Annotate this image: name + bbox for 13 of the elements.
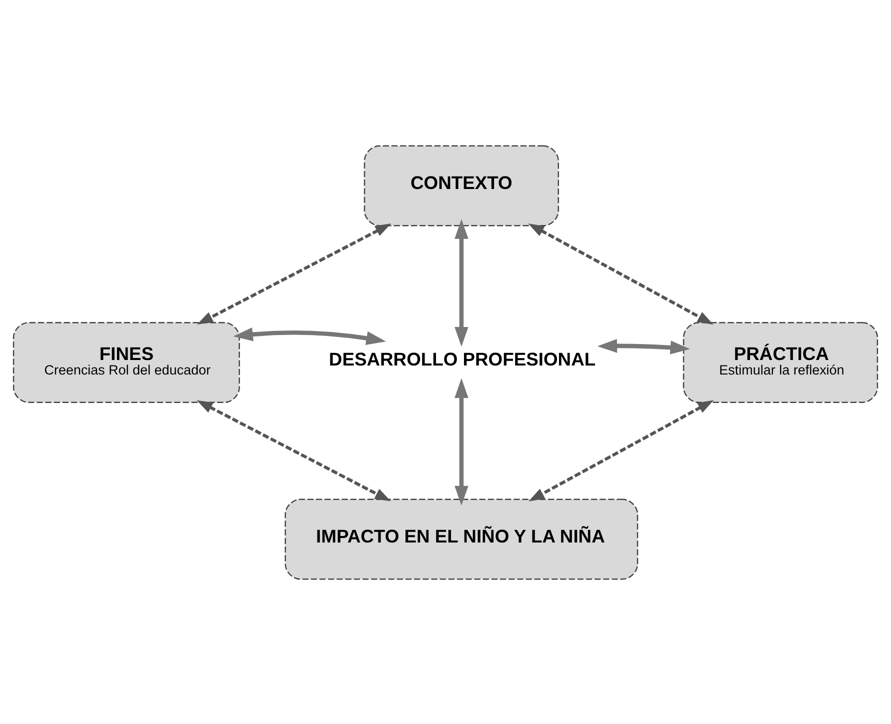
arrow bbox=[454, 218, 468, 346]
node-box: PRÁCTICA Estimular la reflexión bbox=[682, 322, 878, 402]
node-box: IMPACTO EN EL NIÑO Y LA NIÑA bbox=[284, 498, 638, 580]
arrow bbox=[597, 338, 690, 354]
node-box: CONTEXTO bbox=[364, 144, 560, 226]
arrow bbox=[197, 223, 392, 324]
arrow bbox=[196, 400, 391, 501]
arrow bbox=[454, 378, 468, 506]
arrow bbox=[528, 400, 714, 501]
arrow bbox=[233, 327, 386, 344]
node-text: DESARROLLO PROFESIONAL bbox=[328, 348, 596, 370]
node-box: FINES Creencias Rol del educador bbox=[12, 322, 240, 402]
arrow bbox=[528, 222, 714, 324]
